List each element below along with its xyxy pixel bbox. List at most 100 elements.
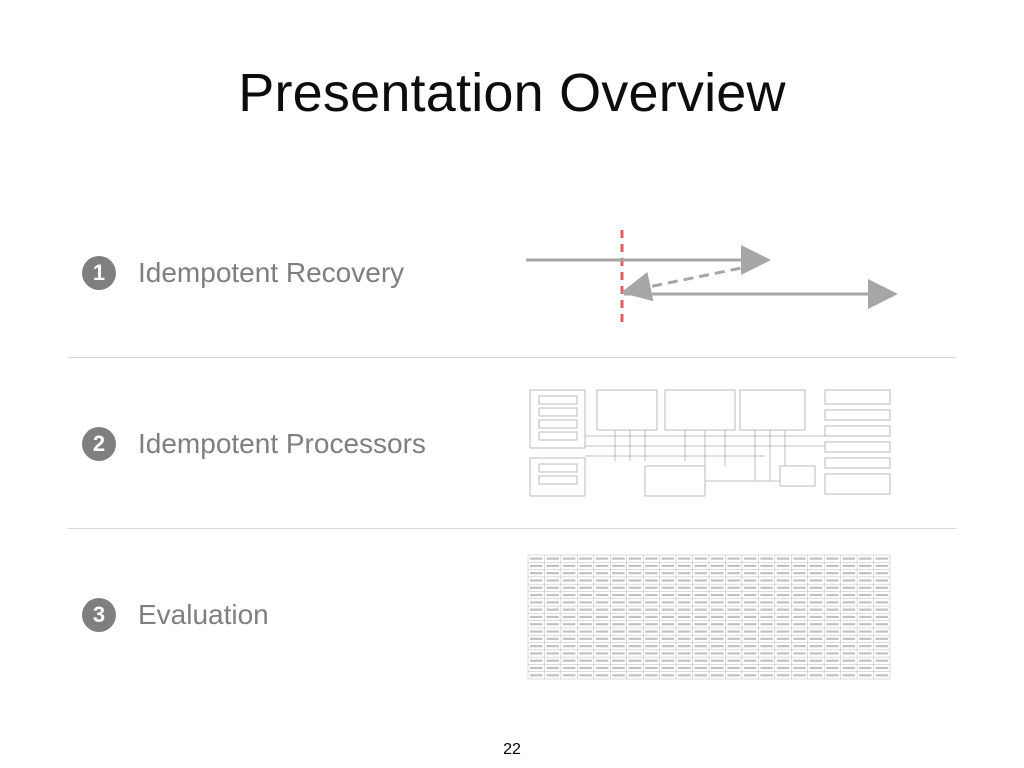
table-cell-mark bbox=[743, 666, 757, 670]
table-cell-mark bbox=[530, 659, 543, 662]
table-cell-mark bbox=[645, 652, 658, 655]
table-cell-mark bbox=[711, 674, 724, 677]
table-cell-mark bbox=[694, 586, 707, 589]
table-cell-mark bbox=[776, 666, 790, 670]
table-cell-mark bbox=[859, 579, 872, 582]
table-cell-mark bbox=[612, 637, 625, 640]
table-cell-mark bbox=[711, 652, 724, 655]
table-cell-mark bbox=[546, 601, 559, 604]
table-cell-mark bbox=[859, 659, 872, 662]
table-cell-mark bbox=[776, 572, 790, 575]
table-cell-mark bbox=[628, 564, 642, 567]
table-cell-mark bbox=[760, 593, 773, 597]
table-cell-mark bbox=[612, 666, 625, 670]
overview-item-evaluation[interactable]: 3 Evaluation bbox=[82, 595, 269, 635]
table-cell-mark bbox=[760, 579, 773, 582]
table-cell-mark bbox=[579, 608, 592, 611]
table-cell-mark bbox=[612, 645, 625, 648]
table-cell-mark bbox=[711, 557, 724, 560]
table-cell-mark bbox=[612, 623, 625, 626]
table-cell-mark bbox=[711, 564, 724, 567]
table-cell-mark bbox=[612, 608, 625, 611]
overview-item-processors[interactable]: 2 Idempotent Processors bbox=[82, 424, 426, 464]
table-cell-mark bbox=[546, 557, 559, 560]
table-cell-mark bbox=[826, 659, 839, 662]
table-cell-mark bbox=[678, 593, 691, 597]
table-cell-mark bbox=[612, 593, 625, 597]
table-cell-mark bbox=[842, 666, 856, 670]
table-cell-mark bbox=[859, 674, 872, 677]
table-cell-mark bbox=[562, 652, 576, 655]
table-cell-mark bbox=[711, 608, 724, 611]
overview-item-recovery[interactable]: 1 Idempotent Recovery bbox=[82, 253, 404, 293]
table-cell-mark bbox=[612, 659, 625, 662]
table-cell-mark bbox=[875, 615, 888, 619]
table-cell-mark bbox=[776, 637, 790, 640]
table-cell-mark bbox=[562, 659, 576, 662]
table-cell-mark bbox=[727, 608, 740, 611]
table-cell-mark bbox=[645, 630, 658, 633]
table-cell-mark bbox=[842, 601, 856, 604]
table-cell-mark bbox=[809, 586, 823, 589]
table-cell-mark bbox=[760, 637, 773, 640]
table-cell-mark bbox=[579, 652, 592, 655]
table-cell-mark bbox=[809, 579, 823, 582]
table-cell-mark bbox=[711, 645, 724, 648]
table-cell-mark bbox=[727, 593, 740, 597]
table-cell-mark bbox=[875, 564, 888, 567]
table-cell-mark bbox=[793, 637, 806, 640]
table-cell-mark bbox=[579, 637, 592, 640]
table-cell-mark bbox=[859, 615, 872, 619]
table-cell-mark bbox=[826, 579, 839, 582]
table-cell-mark bbox=[826, 601, 839, 604]
table-cell-mark bbox=[842, 645, 856, 648]
table-cell-mark bbox=[711, 572, 724, 575]
table-cell-mark bbox=[645, 666, 658, 670]
table-cell-mark bbox=[776, 652, 790, 655]
table-cell-mark bbox=[628, 637, 642, 640]
table-cell-mark bbox=[530, 645, 543, 648]
table-cell-mark bbox=[661, 623, 675, 626]
table-cell-mark bbox=[727, 666, 740, 670]
number-badge-2: 2 bbox=[82, 427, 116, 461]
table-cell-mark bbox=[826, 637, 839, 640]
table-cell-mark bbox=[826, 623, 839, 626]
table-cell-mark bbox=[743, 630, 757, 633]
table-cell-mark bbox=[645, 615, 658, 619]
table-cell-mark bbox=[776, 645, 790, 648]
table-cell-mark bbox=[530, 652, 543, 655]
table-cell-mark bbox=[809, 615, 823, 619]
table-cell-mark bbox=[661, 572, 675, 575]
table-cell-mark bbox=[645, 557, 658, 560]
table-cell-mark bbox=[562, 564, 576, 567]
table-cell-mark bbox=[595, 564, 609, 567]
table-cell-mark bbox=[859, 572, 872, 575]
table-cell-mark bbox=[809, 674, 823, 677]
table-cell-mark bbox=[562, 586, 576, 589]
table-cell-mark bbox=[628, 659, 642, 662]
table-cell-mark bbox=[678, 601, 691, 604]
table-cell-mark bbox=[530, 608, 543, 611]
table-cell-mark bbox=[661, 579, 675, 582]
table-cell-mark bbox=[760, 659, 773, 662]
section-divider-1 bbox=[68, 357, 956, 358]
table-cell-mark bbox=[842, 659, 856, 662]
table-cell-mark bbox=[743, 674, 757, 677]
table-cell-mark bbox=[842, 615, 856, 619]
table-cell-mark bbox=[727, 623, 740, 626]
table-cell-mark bbox=[628, 666, 642, 670]
table-cell-mark bbox=[579, 666, 592, 670]
table-cell-mark bbox=[546, 564, 559, 567]
table-cell-mark bbox=[793, 666, 806, 670]
table-cell-mark bbox=[579, 579, 592, 582]
table-cell-mark bbox=[595, 674, 609, 677]
table-cell-mark bbox=[645, 608, 658, 611]
item-label-evaluation: Evaluation bbox=[138, 599, 269, 630]
table-cell-mark bbox=[793, 593, 806, 597]
table-cell-mark bbox=[727, 564, 740, 567]
table-cell-mark bbox=[562, 623, 576, 626]
table-cell-mark bbox=[661, 637, 675, 640]
table-cell-mark bbox=[875, 652, 888, 655]
table-cell-mark bbox=[694, 637, 707, 640]
table-cell-mark bbox=[793, 608, 806, 611]
